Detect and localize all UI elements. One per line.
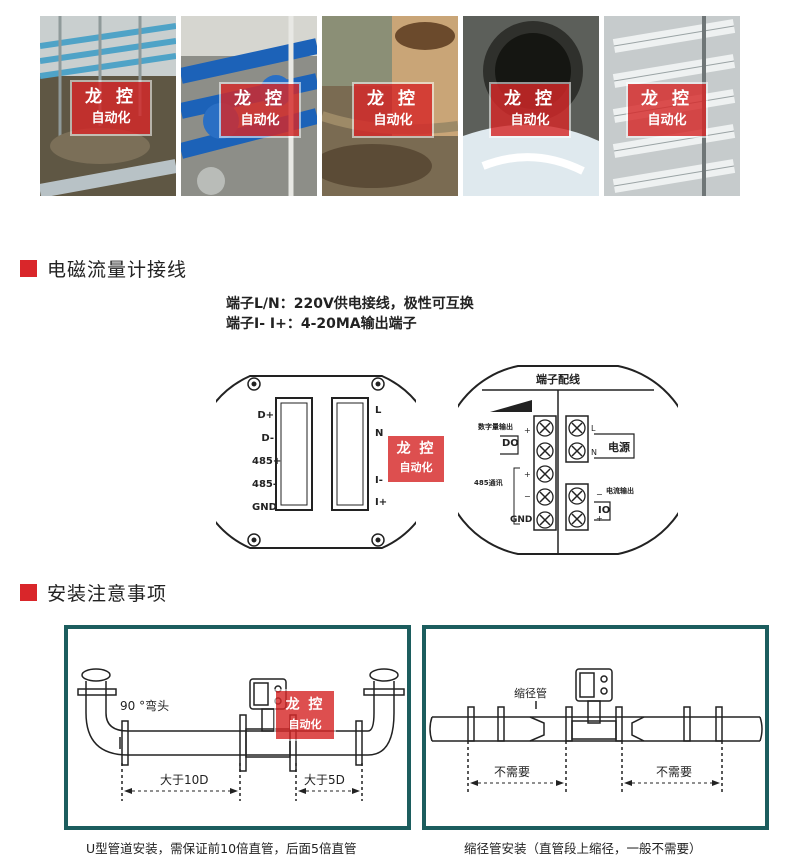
- upstream-length-label: 大于10D: [160, 773, 209, 787]
- comm-plus-sign: +: [524, 470, 531, 479]
- photo-outfall-pipe: 龙 控 自动化: [322, 16, 458, 196]
- watermark-stamp: 龙 控 自动化: [276, 691, 334, 739]
- power-n-label: N: [591, 448, 597, 457]
- photo-sewage-channel: 龙 控 自动化: [40, 16, 176, 196]
- terminal-label-n: N: [375, 428, 384, 439]
- terminal-label-l: L: [375, 405, 382, 416]
- power-label: 电源: [608, 441, 630, 454]
- watermark-line2: 自动化: [91, 111, 131, 126]
- watermark-line2: 自动化: [510, 113, 550, 128]
- digital-output-label: 数字量输出: [478, 423, 513, 431]
- watermark-stamp: 龙 控 自动化: [628, 84, 706, 136]
- watermark-line2: 自动化: [373, 113, 413, 128]
- do-plus-sign: +: [524, 426, 531, 435]
- watermark-line1: 龙 控: [367, 89, 419, 109]
- reducer-diagram-frame: 缩径管 不需要 不需要: [422, 625, 769, 830]
- wiring-panel-title: 端子配线: [536, 373, 580, 386]
- terminal-label-485-plus: 485+: [252, 456, 282, 467]
- watermark-stamp: 龙 控 自动化: [388, 436, 444, 482]
- reducer-caption: 缩径管安装（直管段上缩径，一般不需要）: [464, 841, 702, 856]
- current-minus-sign: −: [596, 490, 603, 499]
- install-section-title: 安装注意事项: [47, 582, 168, 605]
- photo-membrane-tubes: 龙 控 自动化: [604, 16, 740, 196]
- terminal-label-gnd: GND: [252, 502, 277, 513]
- red-square-icon: [20, 583, 37, 601]
- photo-blue-pumps: 龙 控 自动化: [181, 16, 317, 196]
- photo-drain-outlet: 龙 控 自动化: [463, 16, 599, 196]
- power-l-label: L: [591, 424, 596, 433]
- watermark-stamp: 龙 控 自动化: [354, 84, 432, 136]
- terminal-label-485-minus: 485-: [252, 479, 278, 490]
- current-plus-sign: +: [596, 514, 603, 523]
- left-terminal-labels: D+ D- 485+ 485- GND: [252, 404, 282, 519]
- do-label: DO: [502, 438, 519, 449]
- watermark-stamp: 龙 控 自动化: [491, 84, 569, 136]
- wiring-note-2: 端子I- I+：4-20MA输出端子: [226, 316, 417, 332]
- wiring-note-1: 端子L/N：220V供电接线，极性可互换: [226, 296, 474, 312]
- io-label: IO: [598, 505, 611, 516]
- install-section-heading: 安装注意事项: [20, 580, 168, 605]
- watermark-line2: 自动化: [240, 113, 280, 128]
- reducer-drawing: [429, 668, 763, 795]
- terminal-board-outline: [216, 375, 416, 549]
- watermark-line2: 自动化: [288, 718, 322, 731]
- watermark-line1: 龙 控: [504, 89, 556, 109]
- right-not-required-label: 不需要: [656, 765, 693, 779]
- watermark-line1: 龙 控: [641, 89, 693, 109]
- watermark-line1: 龙 控: [85, 87, 137, 107]
- watermark-line2: 自动化: [647, 113, 687, 128]
- elbow-label: 90 °弯头: [120, 699, 170, 713]
- terminal-label-i-plus: I+: [375, 497, 388, 508]
- left-not-required-label: 不需要: [494, 765, 531, 779]
- gnd-label: GND: [510, 515, 533, 525]
- comm-485-label: 485通讯: [474, 479, 503, 487]
- comm-minus-sign: −: [524, 492, 531, 501]
- watermark-stamp: 龙 控 自动化: [221, 84, 299, 136]
- u-pipe-drawing: [77, 668, 405, 801]
- terminal-label-i-minus: I-: [375, 475, 383, 486]
- current-output-label: 电流输出: [606, 487, 634, 495]
- watermark-line1: 龙 控: [285, 697, 325, 713]
- watermark-line2: 自动化: [399, 461, 433, 474]
- u-pipe-diagram-frame: 90 °弯头 大于10D 大于5D 龙 控 自动化: [64, 625, 411, 830]
- wiring-section-heading: 电磁流量计接线: [20, 256, 188, 281]
- watermark-line1: 龙 控: [234, 89, 286, 109]
- terminal-label-d-plus: D+: [257, 410, 274, 421]
- watermark-stamp: 龙 控 自动化: [72, 82, 150, 134]
- downstream-length-label: 大于5D: [304, 773, 345, 787]
- watermark-line1: 龙 控: [396, 441, 436, 457]
- u-pipe-caption: U型管道安装，需保证前10倍直管，后面5倍直管: [86, 841, 357, 856]
- wiring-section-title: 电磁流量计接线: [47, 258, 188, 281]
- reducer-label: 缩径管: [514, 687, 547, 700]
- wiring-panel-outline: [458, 365, 678, 555]
- terminal-label-d-minus: D-: [261, 433, 274, 444]
- wiring-panel-diagram: 端子配线 数字量输出 DO + + − 485通讯 GND L N 电源 电流输…: [458, 362, 678, 558]
- terminal-board-diagram: D+ D- 485+ 485- GND L N I- I+ 龙 控 自动化: [216, 362, 444, 562]
- red-square-icon: [20, 259, 37, 277]
